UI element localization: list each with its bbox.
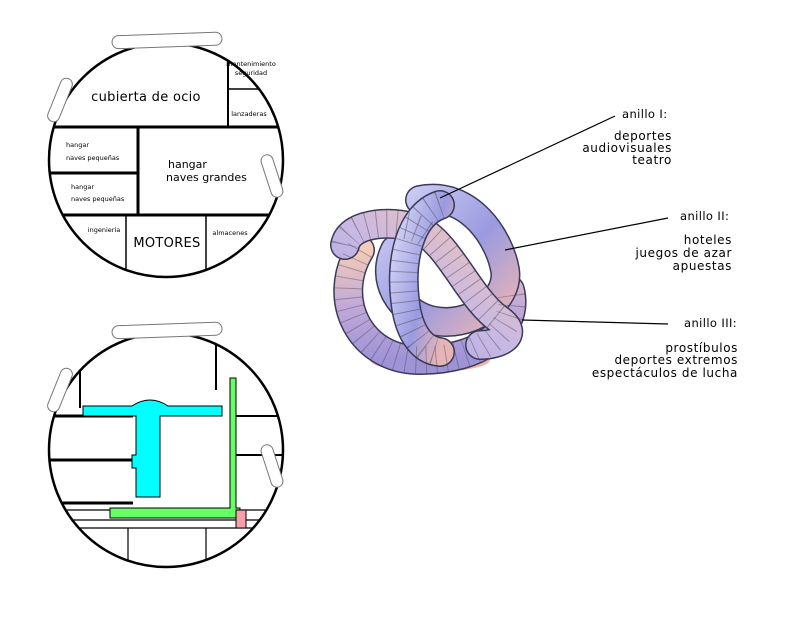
hangar-small-2-label: hangar: [71, 183, 94, 191]
ring-3-item-1: prostíbulos: [665, 341, 738, 355]
top-floor-plan: [47, 31, 285, 279]
almacenes-label: almacenes: [212, 229, 248, 237]
ring-2-item-1: hoteles: [684, 233, 732, 247]
ring-2-leader: [504, 217, 669, 251]
ring-2-item-2: juegos de azar: [634, 246, 732, 260]
ring-2-labels: anillo II: hoteles juegos de azar apuest…: [634, 209, 732, 273]
naves-pequenas-2-label: naves pequeñas: [71, 195, 125, 203]
lanzaderas-label: lanzaderas: [231, 110, 267, 118]
cubierta-de-ocio-label: cubierta de ocio: [91, 90, 201, 105]
naves-pequenas-1-label: naves pequeñas: [66, 154, 120, 162]
pink-block: [235, 509, 247, 529]
ring-3-title: anillo III:: [684, 316, 737, 330]
ingenieria-label: ingeniería: [88, 226, 120, 234]
hangar-small-1-label: hangar: [66, 141, 89, 149]
ring-3-leader: [521, 319, 669, 325]
green-structure: [109, 377, 241, 519]
ring-2-title: anillo II:: [680, 209, 729, 223]
mantenimiento-label: mantenimiento: [226, 60, 276, 68]
ring-2-item-3: apuestas: [673, 259, 732, 273]
trefoil-knot-illustration: [330, 183, 527, 376]
cyan-structure: [82, 399, 223, 498]
hangar-big-label: hangar: [168, 158, 207, 171]
ring-1-item-3: teatro: [632, 153, 672, 167]
ring-3-item-3: espectáculos de lucha: [592, 366, 738, 380]
ring-1-item-1: deportes: [614, 129, 672, 143]
ring-3-labels: anillo III: prostíbulos deportes extremo…: [592, 316, 738, 380]
bottom-section-plan: [47, 321, 285, 569]
naves-grandes-label: naves grandes: [166, 171, 247, 184]
ring-1-item-2: audiovisuales: [582, 141, 672, 155]
seguridad-label: seguridad: [235, 69, 267, 77]
ring-1-title: anillo I:: [622, 107, 667, 121]
motores-label: MOTORES: [133, 236, 200, 251]
ring-3-item-2: deportes extremos: [614, 353, 738, 367]
ring-1-labels: anillo I: deportes audiovisuales teatro: [582, 107, 672, 167]
ring-1-leader: [439, 115, 616, 199]
